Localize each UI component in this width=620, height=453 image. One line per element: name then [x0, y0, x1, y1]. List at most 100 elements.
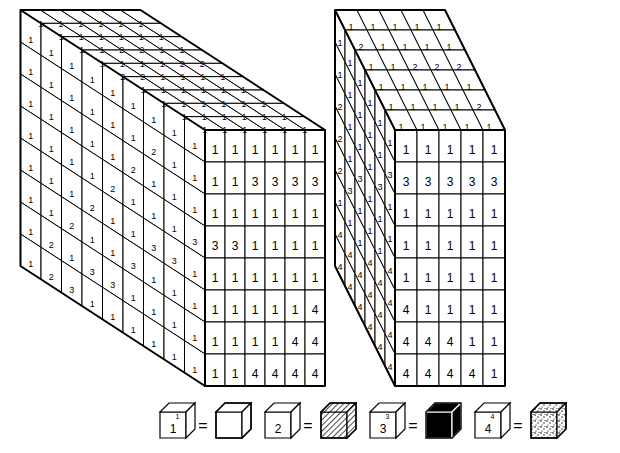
cube-number: 1: [151, 339, 156, 348]
cube-number: 1: [272, 336, 279, 348]
cube-number: 3: [131, 262, 136, 271]
legend-number: 1: [170, 423, 177, 435]
cube-number: 1: [312, 208, 319, 220]
cube-number: 4: [491, 412, 495, 419]
cube-number: 4: [387, 331, 392, 340]
cube-number: 1: [447, 304, 454, 316]
cube-number: 1: [192, 334, 197, 343]
cube-number: 1: [212, 144, 219, 156]
cube-number: 1: [110, 217, 115, 226]
cube-number: 1: [442, 123, 447, 132]
numbered-cube: [265, 403, 300, 438]
cube-number: 4: [387, 267, 392, 276]
cube-face: [225, 226, 245, 258]
block-outline: [21, 10, 506, 386]
cube-face: [321, 412, 347, 438]
cube-face: [439, 194, 461, 226]
cube-face: [205, 162, 225, 194]
cube-number: 4: [425, 368, 432, 380]
cube-number: 4: [387, 299, 392, 308]
cube-number: 3: [69, 286, 74, 295]
cube-number: 1: [172, 225, 177, 234]
cube-number: 2: [180, 59, 185, 68]
cube-number: 1: [347, 219, 352, 228]
cube-number: 1: [491, 240, 498, 252]
cube-number: 2: [110, 185, 115, 194]
cube-number: 1: [380, 43, 385, 52]
cube-number: 3: [90, 267, 95, 276]
cube-number: 1: [491, 144, 498, 156]
cube-face: [285, 258, 305, 290]
cube-face: [205, 258, 225, 290]
cube-number: 4: [337, 263, 342, 272]
cube-number: 1: [357, 111, 362, 120]
cube-number: 1: [272, 272, 279, 284]
cube-face: [395, 130, 417, 162]
cube-face: [305, 354, 325, 386]
legend-item: [370, 403, 461, 438]
cube-number: 1: [221, 99, 226, 108]
cube-number: 1: [131, 198, 136, 207]
cube-face: [461, 258, 483, 290]
cube-number: 1: [90, 107, 95, 116]
cube-number: 1: [367, 131, 372, 140]
cube-face: [531, 412, 557, 438]
cube-face: [395, 290, 417, 322]
cube-face: [483, 290, 505, 322]
cube-number: 1: [38, 19, 43, 28]
cube-face: [483, 258, 505, 290]
cube-number: 1: [28, 99, 33, 108]
cube-number: 4: [312, 304, 319, 316]
cube-number: 1: [367, 227, 372, 236]
cube-number: 1: [151, 307, 156, 316]
numbered-cube: [475, 403, 510, 438]
cube-number: 4: [377, 279, 382, 288]
cube-number: 1: [49, 177, 54, 186]
cube-number: 2: [120, 73, 125, 82]
cube-face: [216, 412, 242, 438]
cube-face: [245, 130, 265, 162]
cube-face: [285, 322, 305, 354]
cube-number: 1: [425, 304, 432, 316]
block-edge: [335, 10, 505, 386]
cube-face: [461, 162, 483, 194]
cube-number: 1: [159, 46, 164, 55]
cube-number: 1: [90, 235, 95, 244]
cube-number: 2: [358, 43, 363, 52]
cube-number: 1: [192, 302, 197, 311]
cube-face: [417, 322, 439, 354]
cube-number: 4: [469, 368, 476, 380]
cube-number: 4: [357, 303, 362, 312]
cube-number: 1: [212, 368, 219, 380]
cube-face: [265, 290, 285, 322]
cube-face: [205, 194, 225, 226]
cube-number: 4: [367, 259, 372, 268]
cube-number: 1: [337, 71, 342, 80]
cube-face: [225, 162, 245, 194]
cube-face: [245, 194, 265, 226]
cube-number: 1: [414, 23, 419, 32]
cube-number: 2: [200, 59, 205, 68]
cube-number: 4: [357, 271, 362, 280]
cube-number: 1: [387, 235, 392, 244]
cube-number: 1: [119, 33, 124, 42]
cube-face: [439, 258, 461, 290]
cube-number: 1: [432, 103, 437, 112]
cube-number: 1: [410, 103, 415, 112]
cube-face: [483, 194, 505, 226]
cube-number: 2: [131, 166, 136, 175]
cube-number: 2: [69, 222, 74, 231]
cube-number: 1: [192, 174, 197, 183]
cube-face: [285, 194, 305, 226]
cube-face: [305, 194, 325, 226]
cube-number: 1: [131, 326, 136, 335]
cube-number: 1: [78, 19, 83, 28]
cube-number: 1: [491, 336, 498, 348]
cube-face: [265, 130, 285, 162]
cube-number: 1: [69, 94, 74, 103]
cube-face: [305, 226, 325, 258]
cube-number: 1: [392, 23, 397, 32]
cube-number: 1: [469, 240, 476, 252]
legend-item: [160, 403, 251, 438]
cube-number: 1: [469, 336, 476, 348]
